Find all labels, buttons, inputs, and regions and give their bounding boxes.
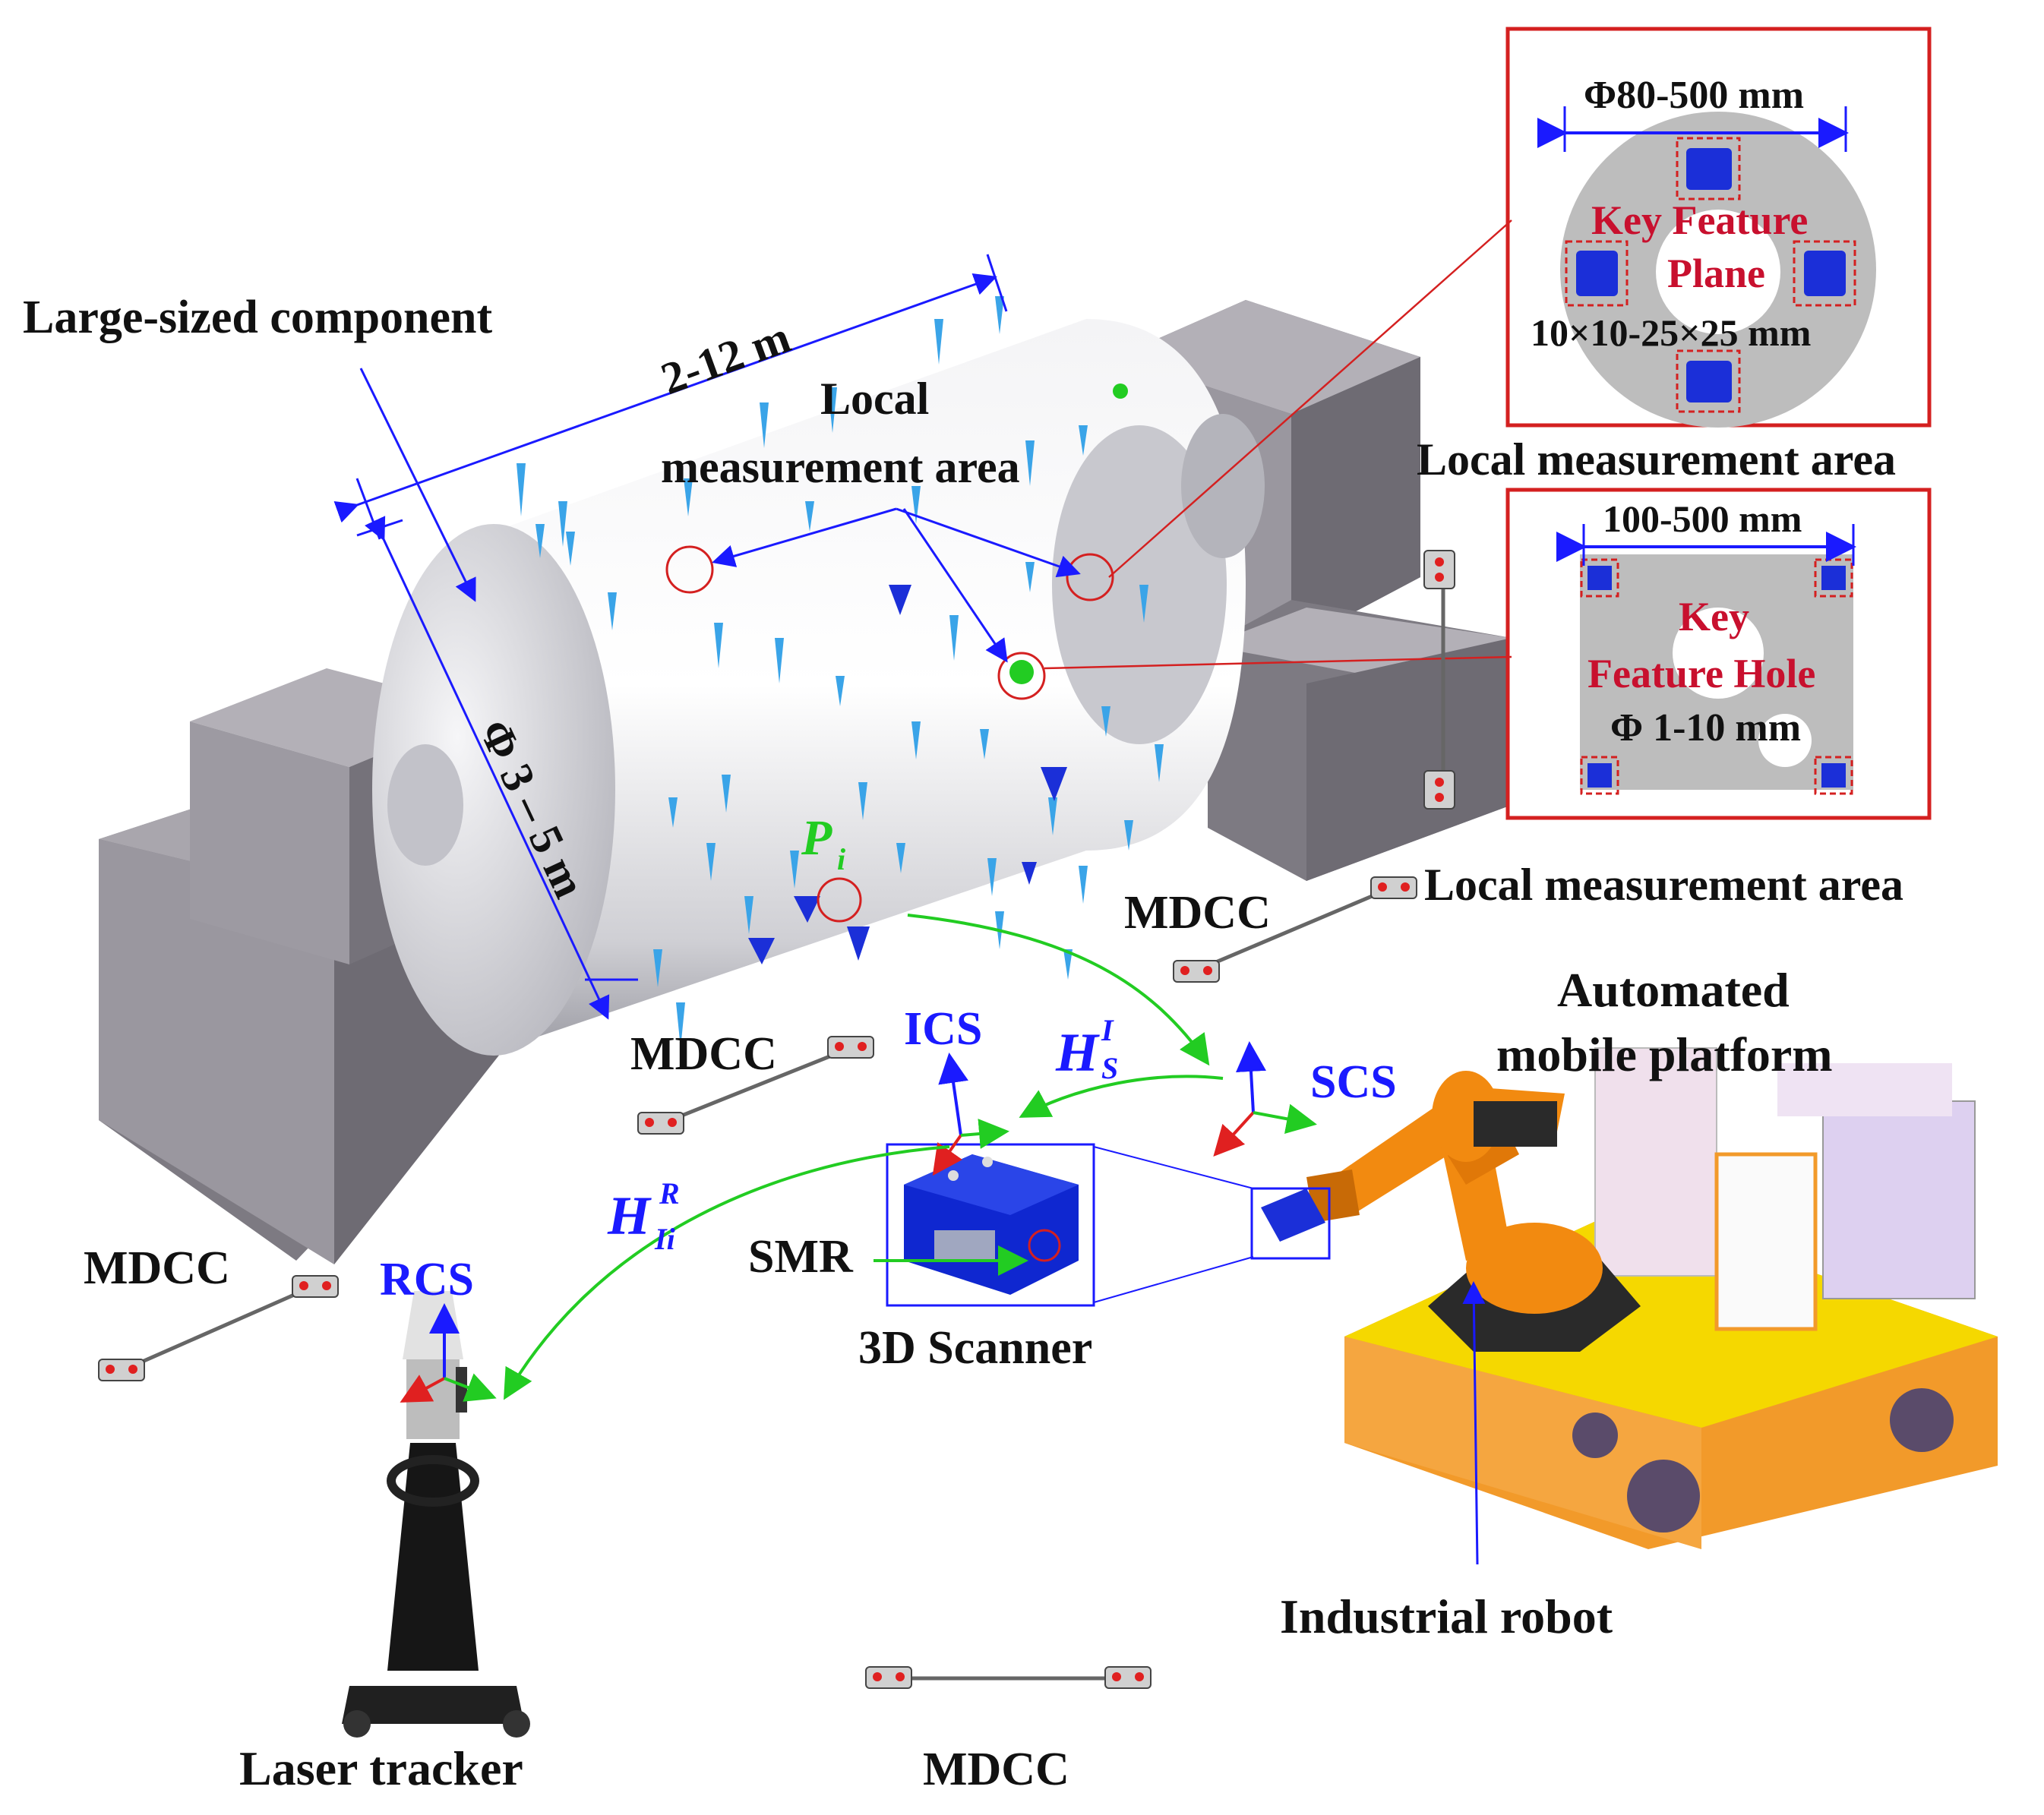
- inset1-caption: Local measurement area: [1417, 434, 1896, 485]
- h-s-symbol: H: [1055, 1022, 1100, 1083]
- label-length-dim: 2-12 m: [655, 311, 797, 404]
- scanner-label: 3D Scanner: [858, 1322, 1092, 1374]
- rcs-label: RCS: [380, 1254, 474, 1305]
- h-r-symbol: H: [607, 1185, 652, 1246]
- inset-key-feature-hole: [1505, 488, 1932, 820]
- smr-label: SMR: [748, 1231, 854, 1283]
- h-s-superscript: I: [1101, 1013, 1114, 1047]
- scanner-zoom-line-bottom: [1093, 1256, 1254, 1303]
- h-s-subscript: S: [1101, 1051, 1118, 1085]
- mdcc-label-left: MDCC: [84, 1242, 230, 1294]
- right-shaft: [1181, 414, 1265, 558]
- dimension-lines: [333, 254, 1081, 1020]
- inset1-size: 10×10-25×25 mm: [1531, 311, 1811, 354]
- cylinder-component: [372, 319, 1246, 1056]
- platform-label-line1: Automated: [1557, 963, 1790, 1017]
- ics-label: ICS: [904, 1003, 982, 1055]
- inset1-title-line1: Key Feature: [1591, 197, 1808, 243]
- h-r-superscript: R: [659, 1176, 680, 1211]
- coordinate-frames: [400, 1041, 1317, 1403]
- label-large-component: Large-sized component: [23, 292, 493, 343]
- mdcc-label-center: MDCC: [630, 1028, 777, 1080]
- inset2-leader: [1044, 655, 1512, 670]
- label-local-area-line2: measurement area: [661, 442, 1020, 492]
- transformation-arrows: [504, 914, 1224, 1400]
- inset-key-feature-plane: [1505, 27, 1932, 428]
- mdcc-label-right: MDCC: [1124, 887, 1271, 939]
- laser-tracker: [342, 1291, 530, 1738]
- h-r-subscript: Ii: [654, 1222, 675, 1256]
- feature-hole-marker: [1009, 660, 1034, 684]
- scs-label: SCS: [1310, 1056, 1397, 1108]
- industrial-robot: [1306, 1071, 1641, 1352]
- inset2-size: Φ 1-10 mm: [1610, 706, 1801, 750]
- inset2-caption: Local measurement area: [1424, 860, 1903, 910]
- robot-scanner-small: [1250, 1187, 1331, 1260]
- robot-pointer: [1462, 1281, 1486, 1565]
- scanner-inset: [886, 1143, 1095, 1307]
- point-label-sub: i: [837, 842, 845, 876]
- mdcc-label-bottom: MDCC: [923, 1744, 1069, 1795]
- inset1-title-line2: Plane: [1667, 251, 1765, 296]
- tracker-label: Laser tracker: [239, 1741, 523, 1795]
- mdcc-scale-bars: [120, 573, 1445, 1681]
- label-local-area-line1: Local: [820, 374, 929, 424]
- inset2-dimension: 100-500 mm: [1603, 497, 1802, 540]
- dark-target-markers: [748, 585, 1067, 964]
- inset1-leader: [1108, 219, 1512, 578]
- left-shaft: [387, 744, 463, 866]
- robot-label: Industrial robot: [1280, 1589, 1613, 1643]
- platform-label-line2: mobile platform: [1496, 1027, 1833, 1081]
- inset1-dimension: Φ80-500 mm: [1584, 74, 1804, 117]
- inset2-title-line2: Feature Hole: [1587, 651, 1815, 696]
- inset2-title-line1: Key: [1679, 594, 1749, 639]
- point-label: P: [801, 810, 832, 866]
- mdcc-reflectors: [106, 557, 1444, 1681]
- scanner-zoom-line-top: [1093, 1146, 1254, 1189]
- feature-marker-top: [1113, 384, 1128, 399]
